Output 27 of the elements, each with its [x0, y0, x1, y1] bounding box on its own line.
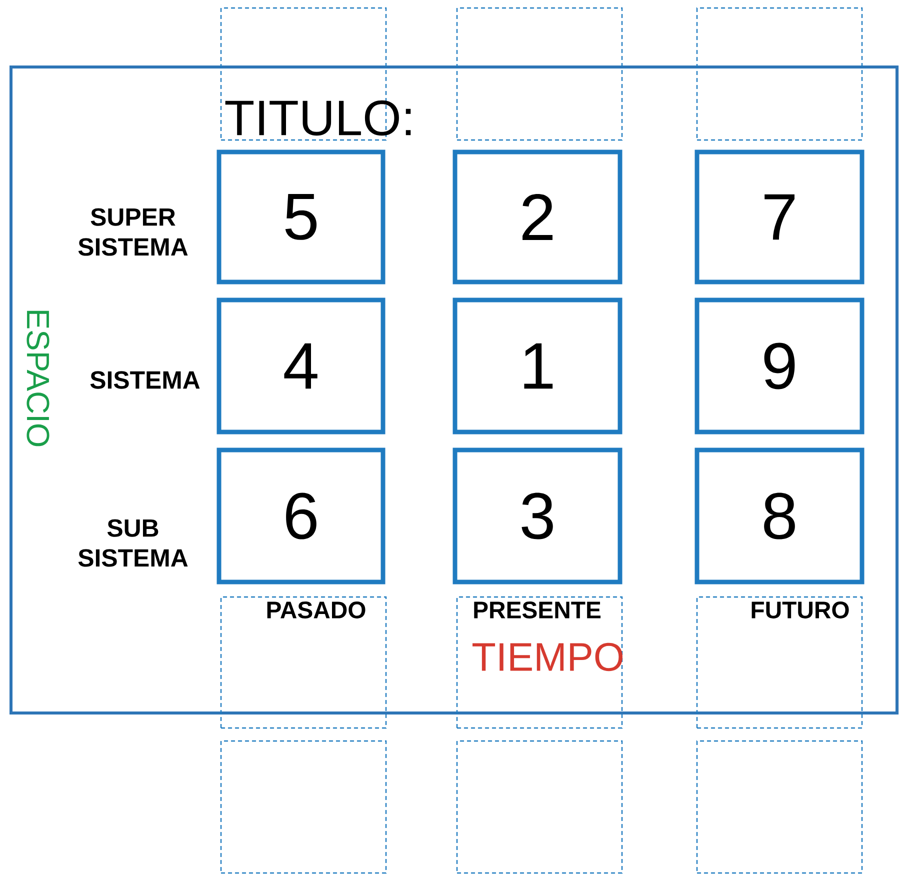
row-label: SUPER SISTEMA [78, 208, 188, 256]
column-label: PASADO [267, 602, 366, 618]
outer-frame [10, 66, 898, 714]
empty-box [696, 596, 863, 729]
column-label: FUTURO [752, 602, 849, 618]
empty-box [456, 7, 623, 141]
number-box: 2 [452, 150, 622, 284]
number-box: 8 [694, 448, 864, 584]
column-label: PRESENTE [474, 602, 600, 618]
number-box: 1 [452, 298, 622, 434]
empty-box [456, 596, 623, 729]
title: TITULO: [225, 100, 411, 136]
row-label: SISTEMA [90, 371, 200, 389]
empty-box [456, 740, 623, 874]
axis-label: ESPACIO [26, 310, 50, 446]
number-box: 3 [452, 448, 622, 584]
empty-box [220, 596, 387, 729]
empty-box [696, 740, 863, 874]
number-box: 4 [216, 298, 386, 434]
empty-box [696, 7, 863, 141]
axis-label: TIEMPO [472, 642, 622, 672]
number-box: 5 [216, 150, 386, 284]
number-box: 6 [216, 448, 386, 584]
number-box: 9 [694, 298, 864, 434]
row-label: SUB SISTEMA [78, 519, 188, 567]
number-box: 7 [694, 150, 864, 284]
empty-box [220, 740, 387, 874]
